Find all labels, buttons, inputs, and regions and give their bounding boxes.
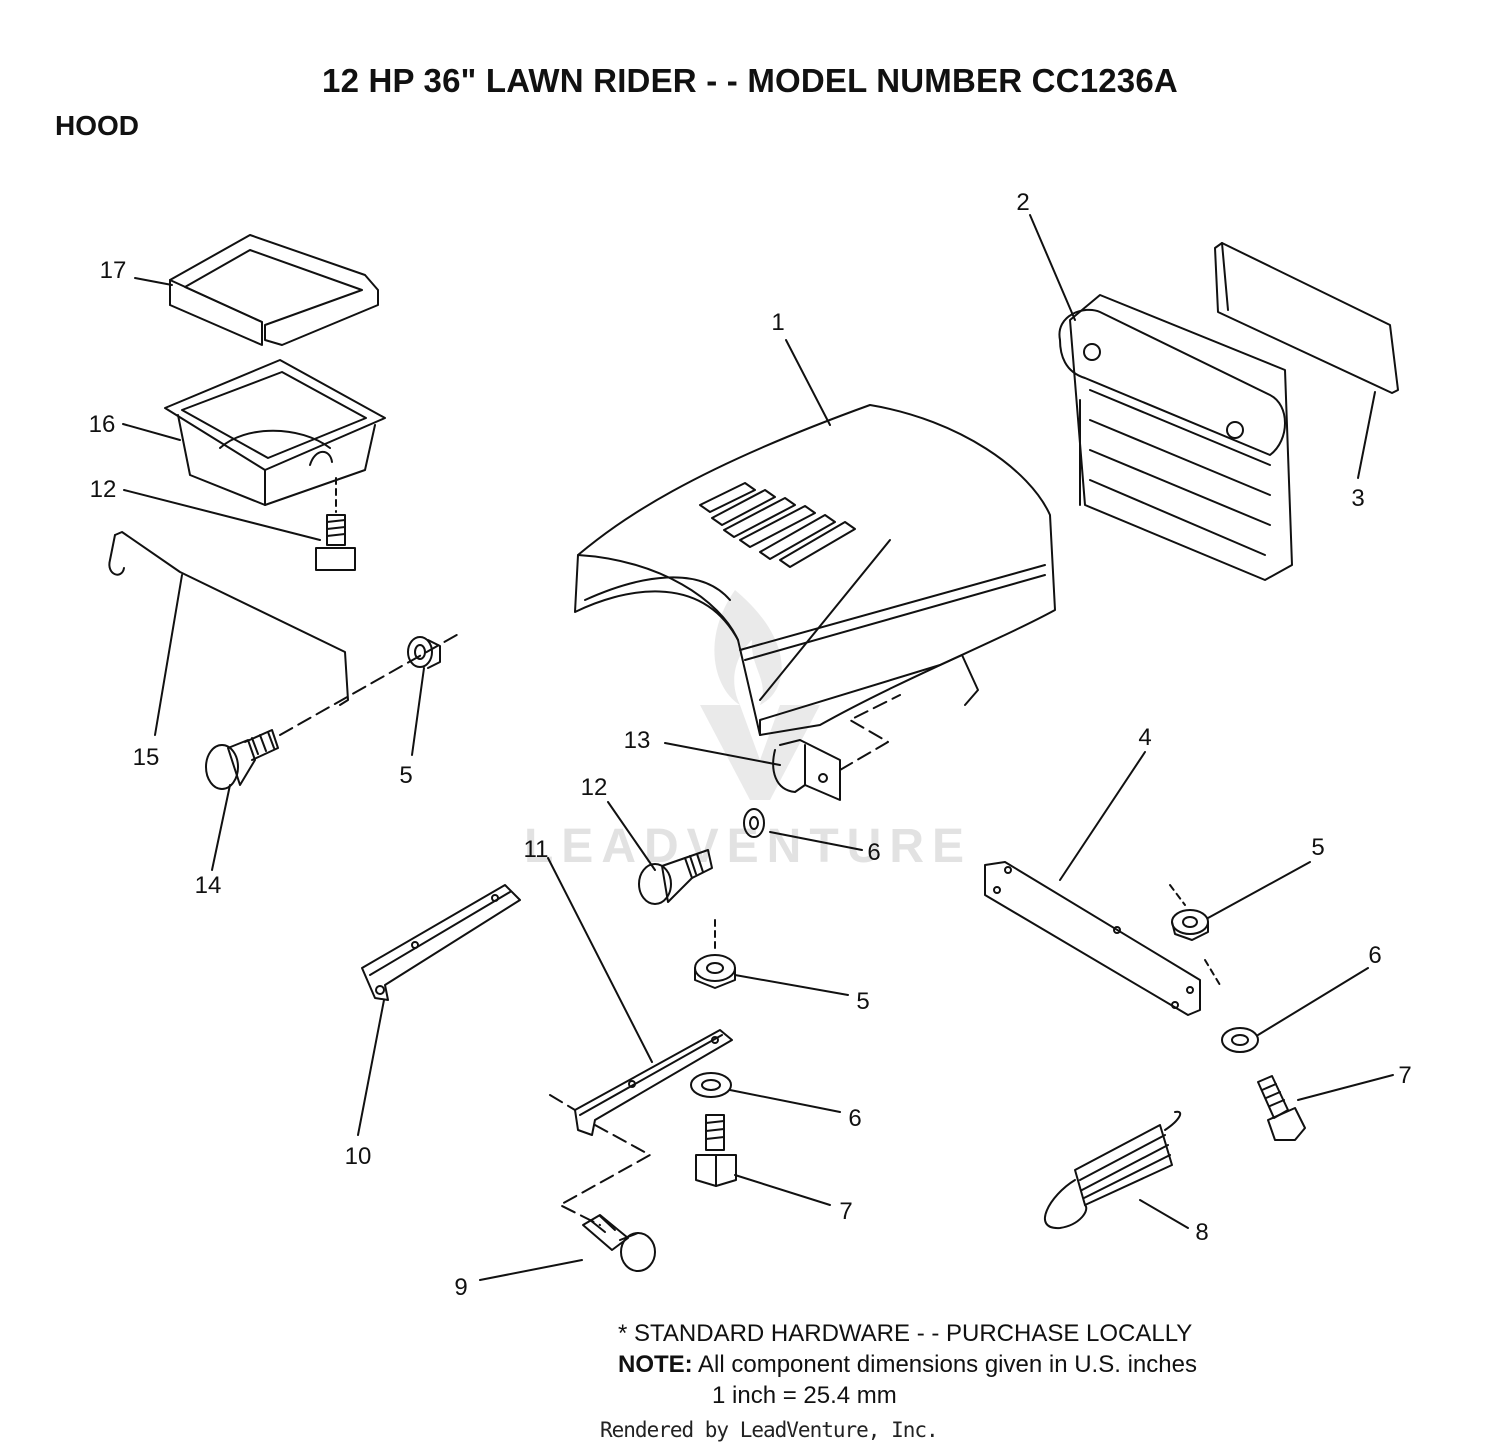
callout-12-upper: 12 — [90, 476, 117, 503]
bolt-14 — [205, 631, 463, 790]
callout-7-middle: 7 — [839, 1198, 852, 1225]
callout-6-right: 6 — [1368, 942, 1381, 969]
hinge-bracket-13 — [772, 694, 901, 801]
callout-6-middle: 6 — [848, 1105, 861, 1132]
hood-part — [574, 404, 1056, 736]
bolt-12-upper — [315, 477, 356, 571]
conversion-note: 1 inch = 25.4 mm — [712, 1382, 897, 1409]
bolt-9 — [582, 1214, 656, 1272]
notes-block: * STANDARD HARDWARE - - PURCHASE LOCALLY… — [618, 1318, 1197, 1411]
page-title: 12 HP 36" LAWN RIDER - - MODEL NUMBER CC… — [322, 62, 1178, 99]
standard-hardware-note: * STANDARD HARDWARE - - PURCHASE LOCALLY — [618, 1320, 1193, 1347]
air-box-part — [164, 359, 386, 506]
leader-lines — [122, 214, 1394, 1281]
hood-rod-part — [108, 531, 349, 706]
note-label: NOTE: — [618, 1351, 693, 1378]
washer-6-middle — [690, 1072, 732, 1098]
callout-14: 14 — [195, 872, 222, 899]
bolt-7-right — [1257, 1075, 1306, 1141]
grille-part — [1058, 294, 1293, 581]
callout-1: 1 — [771, 309, 784, 336]
credit-line: Rendered by LeadVenture, Inc. — [600, 1418, 939, 1442]
nut-5-middle — [694, 919, 736, 989]
washer-6-middle-hole — [701, 1079, 721, 1091]
callout-8: 8 — [1195, 1219, 1208, 1246]
callout-5-middle: 5 — [856, 988, 869, 1015]
bracket-11 — [549, 1029, 733, 1226]
callout-12-lower: 12 — [581, 774, 608, 801]
nut-5-right — [1171, 909, 1209, 941]
section-label: HOOD — [55, 110, 139, 141]
bolt-12-lower — [638, 849, 713, 905]
note-text: All component dimensions given in U.S. i… — [698, 1351, 1197, 1378]
watermark-logo — [700, 590, 820, 800]
bracket-10 — [361, 884, 521, 1001]
callout-4: 4 — [1138, 724, 1151, 751]
washer-6-upper-hole — [749, 816, 759, 830]
callout-17: 17 — [100, 257, 127, 284]
callout-5-right: 5 — [1311, 834, 1324, 861]
callout-6-upper: 6 — [867, 839, 880, 866]
bolt-7-middle — [695, 1114, 737, 1187]
callout-7-right: 7 — [1398, 1062, 1411, 1089]
callout-3: 3 — [1351, 485, 1364, 512]
seal-frame-part — [169, 234, 379, 346]
mount-plate-4 — [984, 861, 1221, 1016]
emblem-part — [1214, 242, 1399, 394]
callout-16: 16 — [89, 411, 116, 438]
callout-11: 11 — [524, 836, 549, 863]
washer-6-right-hole — [1231, 1034, 1249, 1046]
washer-6-upper — [743, 808, 765, 838]
spring-8 — [1044, 1110, 1182, 1230]
callout-2: 2 — [1016, 189, 1029, 216]
callout-15: 15 — [133, 744, 160, 771]
callout-13: 13 — [624, 727, 651, 754]
callout-9: 9 — [454, 1274, 467, 1301]
watermark-text: LEADVENTURE — [524, 820, 972, 873]
washer-6-right — [1221, 1027, 1259, 1053]
dimension-note: NOTE: All component dimensions given in … — [618, 1349, 1197, 1380]
callout-10: 10 — [345, 1143, 372, 1170]
callout-5-left: 5 — [399, 762, 412, 789]
nut-5-left — [407, 636, 441, 669]
